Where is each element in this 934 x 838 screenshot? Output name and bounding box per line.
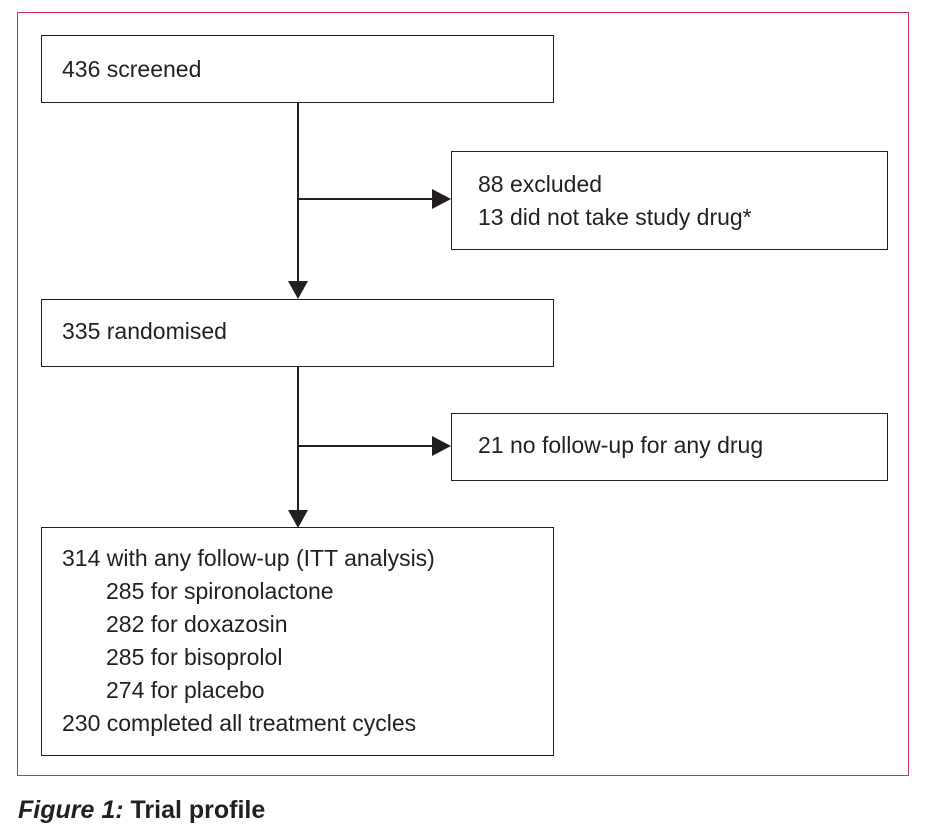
spironolactone-count: 285 for spironolactone xyxy=(106,578,334,604)
completed-count: 230 completed all treatment cycles xyxy=(62,710,417,736)
followup-box: 314 with any follow-up (ITT analysis) 28… xyxy=(41,527,554,756)
no-followup-box: 21 no follow-up for any drug xyxy=(451,413,888,481)
randomised-box: 335 randomised xyxy=(41,299,554,367)
did-not-take-drug-count: 13 did not take study drug* xyxy=(478,204,752,230)
arrowhead-right-excluded xyxy=(432,189,451,209)
figure-label: Figure 1: xyxy=(18,796,124,824)
followup-header: 314 with any follow-up (ITT analysis) xyxy=(62,545,435,571)
excluded-count: 88 excluded xyxy=(478,171,603,197)
randomised-count: 335 randomised xyxy=(62,318,227,344)
arrowhead-down-followup xyxy=(288,510,308,528)
arrowhead-down-randomised xyxy=(288,281,308,299)
no-followup-count: 21 no follow-up for any drug xyxy=(478,432,764,458)
screened-box: 436 screened xyxy=(41,35,554,103)
figure-frame xyxy=(17,12,909,776)
arrowhead-right-no-followup xyxy=(432,436,451,456)
bisoprolol-count: 285 for bisoprolol xyxy=(106,644,283,670)
doxazosin-count: 282 for doxazosin xyxy=(106,611,288,637)
figure-caption: Figure 1: Trial profile xyxy=(18,796,265,825)
screened-count: 436 screened xyxy=(62,56,202,82)
excluded-box: 88 excluded 13 did not take study drug* xyxy=(451,151,888,250)
figure-title: Trial profile xyxy=(123,796,266,824)
placebo-count: 274 for placebo xyxy=(106,677,265,703)
